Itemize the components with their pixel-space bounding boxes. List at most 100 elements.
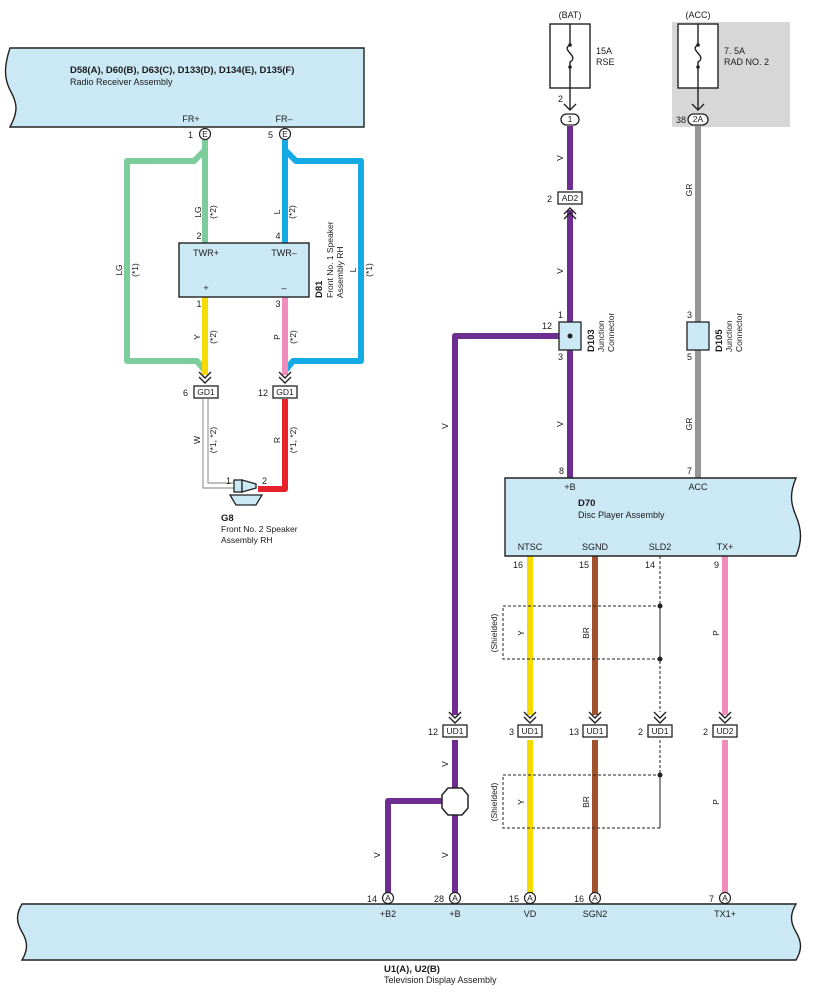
svg-text:12: 12 xyxy=(258,388,268,398)
svg-text:+B: +B xyxy=(564,482,575,492)
svg-text:3: 3 xyxy=(509,727,514,737)
svg-text:1: 1 xyxy=(558,310,563,320)
svg-text:+B2: +B2 xyxy=(380,909,396,919)
svg-text:2A: 2A xyxy=(693,114,704,124)
svg-text:V: V xyxy=(372,852,382,858)
shielded-label-upper: (Shielded) xyxy=(489,613,499,652)
svg-text:Junction: Junction xyxy=(724,320,734,352)
connector-gd1-left: GD1 6 xyxy=(183,371,219,399)
svg-text:(*2): (*2) xyxy=(288,330,298,344)
svg-text:BR: BR xyxy=(581,627,591,639)
svg-text:(ACC): (ACC) xyxy=(686,10,711,20)
svg-text:L: L xyxy=(272,209,282,214)
junction-d103: 1 12 3 D103 Junction Connector xyxy=(542,310,616,362)
tv-pin-16: 16 A xyxy=(574,891,602,905)
tv-pin-15: 15 A xyxy=(509,891,537,905)
svg-text:3: 3 xyxy=(558,352,563,362)
svg-text:L: L xyxy=(348,267,358,272)
svg-text:V: V xyxy=(555,421,565,427)
svg-text:D103: D103 xyxy=(586,329,597,352)
svg-text:V: V xyxy=(440,423,450,429)
svg-text:15: 15 xyxy=(509,894,519,904)
svg-text:A: A xyxy=(592,893,598,903)
radio-pin-1-connector: 1 E xyxy=(188,127,212,141)
svg-text:UD2: UD2 xyxy=(716,726,733,736)
svg-text:GD1: GD1 xyxy=(276,387,294,397)
tv-ids: U1(A), U2(B) xyxy=(384,964,440,975)
svg-text:(*1, *2): (*1, *2) xyxy=(288,427,298,454)
svg-text:SLD2: SLD2 xyxy=(649,542,672,552)
svg-text:(*1): (*1) xyxy=(130,263,140,277)
connector-ud1-br: UD1 13 xyxy=(569,711,608,738)
svg-text:Y: Y xyxy=(192,334,202,340)
svg-text:LG: LG xyxy=(114,264,124,275)
svg-text:E: E xyxy=(202,129,208,139)
connector-gd1-right: GD1 12 xyxy=(258,371,298,399)
svg-text:(*2): (*2) xyxy=(287,205,297,219)
splice-point xyxy=(441,787,469,816)
speaker-d81-name-1: Front No. 1 Speaker xyxy=(325,221,335,298)
svg-text:8: 8 xyxy=(559,466,564,476)
svg-text:UD1: UD1 xyxy=(586,726,603,736)
connector-ad2: AD2 2 xyxy=(547,191,583,220)
svg-text:5: 5 xyxy=(268,130,273,140)
svg-text:Connector: Connector xyxy=(734,313,744,352)
wire-v-tv-b2 xyxy=(385,798,455,893)
svg-text:A: A xyxy=(722,893,728,903)
svg-text:–: – xyxy=(281,283,286,293)
svg-text:GR: GR xyxy=(684,184,694,197)
svg-text:12: 12 xyxy=(428,727,438,737)
svg-text:V: V xyxy=(440,852,450,858)
svg-text:BR: BR xyxy=(581,796,591,808)
svg-text:TWR+: TWR+ xyxy=(193,248,219,258)
svg-text:NTSC: NTSC xyxy=(518,542,543,552)
svg-text:5: 5 xyxy=(687,352,692,362)
svg-text:TX1+: TX1+ xyxy=(714,909,736,919)
radio-name: Radio Receiver Assembly xyxy=(70,77,173,87)
svg-text:UD1: UD1 xyxy=(446,726,463,736)
connector-ud1-sld: UD1 2 xyxy=(638,711,673,738)
svg-text:(*2): (*2) xyxy=(208,330,218,344)
svg-text:W: W xyxy=(192,436,202,444)
tv-name: Television Display Assembly xyxy=(384,975,497,985)
wire-l-1 xyxy=(282,147,364,373)
svg-text:2: 2 xyxy=(196,231,201,241)
svg-text:Junction: Junction xyxy=(596,320,606,352)
svg-text:16: 16 xyxy=(574,894,584,904)
svg-text:GD1: GD1 xyxy=(197,387,215,397)
svg-text:VD: VD xyxy=(524,909,537,919)
svg-text:D105: D105 xyxy=(714,329,725,352)
wire-r xyxy=(258,399,288,492)
svg-text:GR: GR xyxy=(684,418,694,431)
svg-text:7: 7 xyxy=(709,894,714,904)
shield-upper: (Shielded) xyxy=(489,603,663,662)
svg-text:Connector: Connector xyxy=(606,313,616,352)
svg-text:P: P xyxy=(272,334,282,340)
connector-ud2: UD2 2 xyxy=(703,711,738,738)
tv-pin-28: 28 A xyxy=(434,891,462,905)
svg-text:2: 2 xyxy=(638,727,643,737)
wire-lg-1 xyxy=(124,147,208,373)
speaker-g8-name-1: Front No. 2 Speaker xyxy=(221,524,298,534)
svg-text:Y: Y xyxy=(516,630,526,636)
svg-text:16: 16 xyxy=(513,560,523,570)
svg-text:SGN2: SGN2 xyxy=(583,909,608,919)
disc-name: Disc Player Assembly xyxy=(578,510,665,520)
wire-v-branch xyxy=(452,333,570,715)
television-display-assembly: +B2 +B VD SGN2 TX1+ U1(A), U2(B) Televis… xyxy=(16,903,802,985)
svg-text:(BAT): (BAT) xyxy=(559,10,582,20)
svg-text:1: 1 xyxy=(188,130,193,140)
svg-text:2: 2 xyxy=(262,476,267,486)
radio-pin-fr-plus: FR+ xyxy=(182,114,199,124)
svg-text:A: A xyxy=(527,893,533,903)
svg-text:E: E xyxy=(282,129,288,139)
junction-d105: 3 5 D105 Junction Connector xyxy=(686,310,744,362)
svg-text:LG: LG xyxy=(193,206,203,217)
speaker-d81-id: D81 xyxy=(314,280,325,298)
svg-text:P: P xyxy=(711,799,721,805)
fuse-bat: (BAT) 15A RSE 2 1 xyxy=(549,10,615,126)
speaker-g8-name-2: Assembly RH xyxy=(221,535,272,545)
svg-text:R: R xyxy=(272,437,282,443)
disc-id: D70 xyxy=(578,498,595,509)
